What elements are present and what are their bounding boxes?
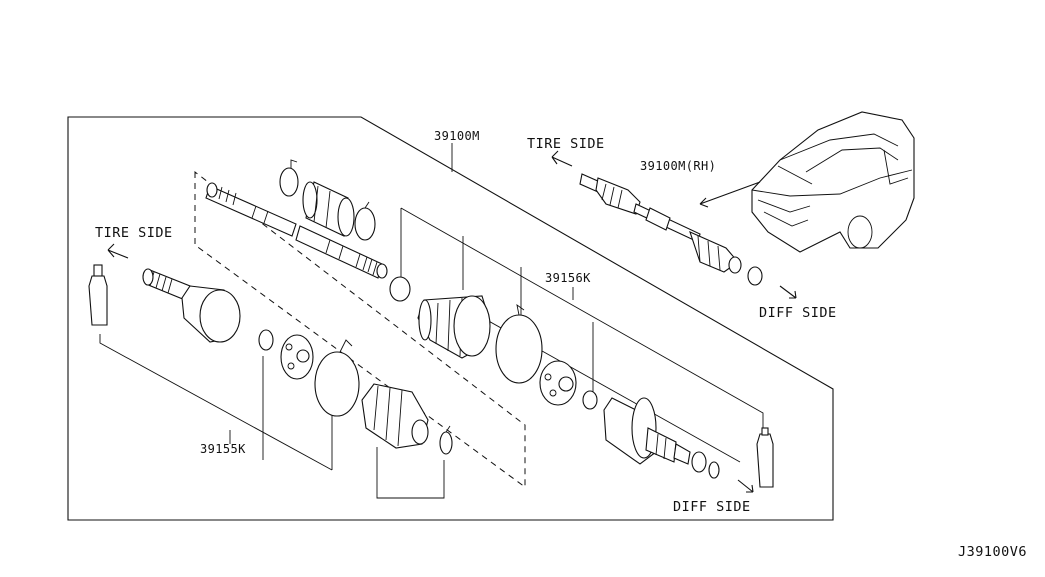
diagram-frame [67,116,834,521]
outer-snap-ring [258,329,274,351]
arrow-icon [107,150,797,493]
inner-snap-ring [582,390,598,410]
outer-boot-band-large [314,339,360,417]
label-39100m: 39100M [434,129,480,143]
label-diff-side-right: DIFF SIDE [759,305,837,321]
dynamic-damper [302,181,355,237]
inner-tripod [539,360,577,406]
label-tire-side-left: TIRE SIDE [95,225,173,241]
inner-housing [603,397,691,465]
outer-joint-cage [280,334,314,380]
drive-shaft [205,182,388,279]
grease-tube-left [88,264,108,326]
dashed-group-frame [194,170,526,488]
leader-lines [99,143,764,499]
damper-band [279,159,376,241]
inner-boot [417,295,491,359]
inner-boot-band-small [389,276,411,302]
diagram-code: J39100V6 [958,544,1027,560]
inner-seal-rings [691,451,720,479]
vehicle-illustration [751,111,915,253]
label-39100m-rh: 39100M(RH) [640,159,716,173]
inner-boot-band-large [495,303,543,384]
label-39156k: 39156K [545,271,591,285]
label-tire-side-top: TIRE SIDE [527,136,605,152]
outer-boot-band-small [439,425,453,455]
grease-tube-right [756,427,774,488]
label-39155k: 39155K [200,442,246,456]
outer-joint-housing [181,285,241,343]
outer-boot [361,383,429,449]
rh-drive-shaft-assembly [579,173,763,286]
label-diff-side-bottom: DIFF SIDE [673,499,751,515]
